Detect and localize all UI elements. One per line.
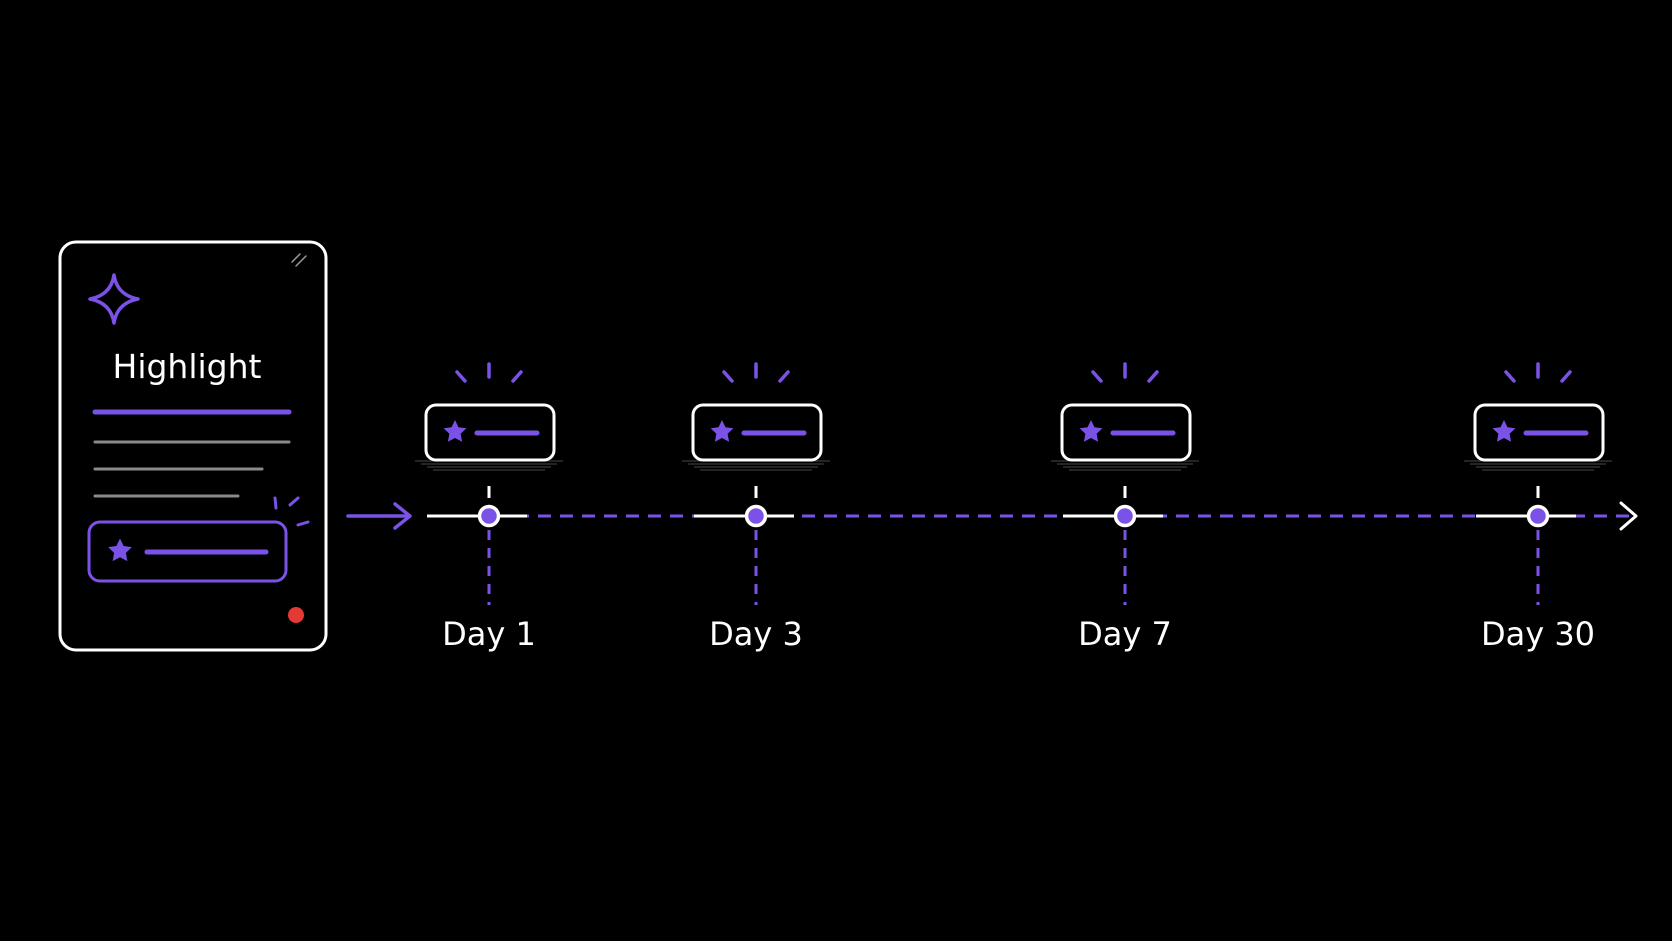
- transition-arrow: [346, 502, 412, 530]
- reminder-rays: [1091, 362, 1159, 383]
- timeline: Day 1 Day 3 Day 7 Day 30: [415, 362, 1638, 653]
- milestone-node: [477, 504, 501, 528]
- reminder-chip: [1473, 403, 1605, 462]
- milestone-node: [1526, 504, 1550, 528]
- milestone-label: Day 1: [442, 615, 536, 653]
- reminder-rays: [455, 362, 523, 383]
- reminder-chip: [691, 403, 823, 462]
- milestone-day-3: Day 3: [682, 362, 830, 653]
- reminder-chip: [1060, 403, 1192, 462]
- timeline-arrowhead: [1619, 501, 1638, 531]
- chip-shadow: [1051, 460, 1199, 471]
- chip-shadow: [415, 460, 563, 471]
- saved-highlight-chip: [87, 520, 288, 583]
- milestone-day-30: Day 30: [1464, 362, 1612, 653]
- chip-shadow: [682, 460, 830, 471]
- milestone-label: Day 3: [709, 615, 803, 653]
- sparkle-icon: [88, 273, 140, 325]
- reminder-rays: [1504, 362, 1572, 383]
- card-title: Highlight: [113, 347, 262, 386]
- milestone-node: [744, 504, 768, 528]
- milestone-label: Day 7: [1078, 615, 1172, 653]
- highlight-card: Highlight: [58, 240, 328, 652]
- milestone-day-1: Day 1: [415, 362, 563, 653]
- corner-resize-icon: [291, 253, 307, 267]
- milestone-day-7: Day 7: [1051, 362, 1199, 653]
- reminder-rays: [722, 362, 790, 383]
- reminder-chip: [424, 403, 556, 462]
- milestone-label: Day 30: [1481, 615, 1595, 653]
- notification-dot: [288, 607, 304, 623]
- chip-sparkle-rays: [273, 496, 310, 527]
- chip-shadow: [1464, 460, 1612, 471]
- milestone-node: [1113, 504, 1137, 528]
